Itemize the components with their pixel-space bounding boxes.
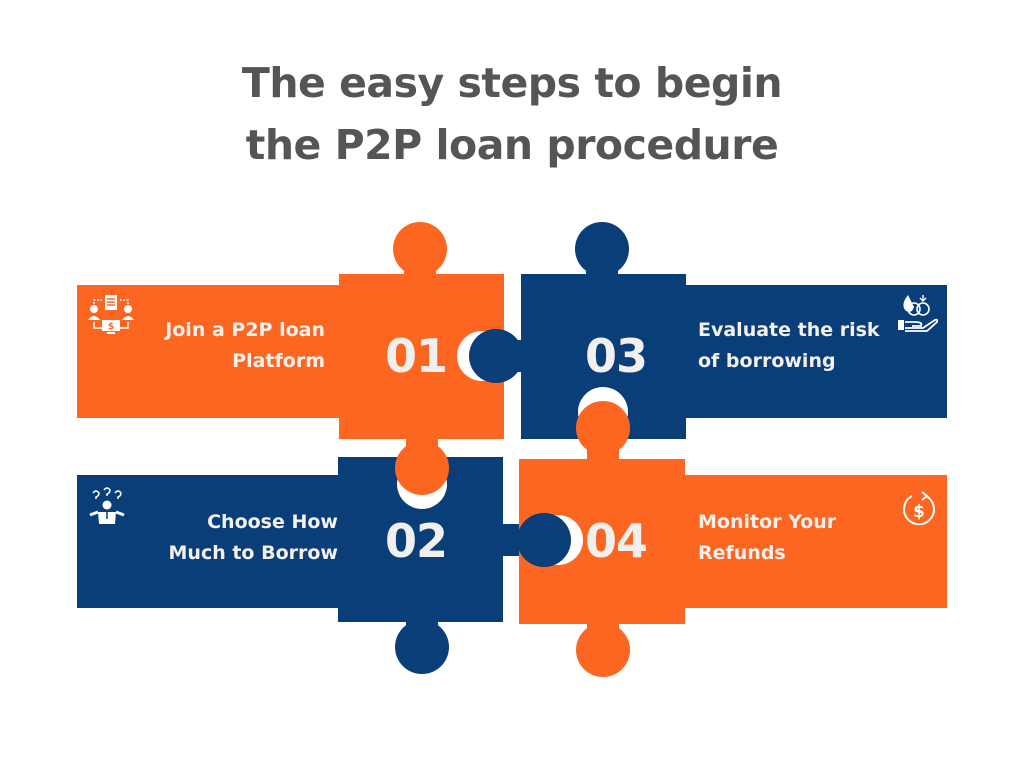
title-line-1: The easy steps to begin <box>241 59 783 107</box>
title-line-2: the P2P loan procedure <box>245 121 779 169</box>
step-03-number: 03 <box>585 329 648 383</box>
step-04-label: Monitor Your Refunds <box>698 511 837 564</box>
step-01-label: Join a P2P loan Platform <box>165 319 325 372</box>
step-03-label: Evaluate the risk of borrowing <box>698 319 880 372</box>
confused-person-icon <box>89 487 125 524</box>
hand-coins-icon <box>898 295 939 332</box>
page-title: The easy steps to begin the P2P loan pro… <box>0 52 1024 176</box>
step-04-number: 04 <box>585 514 648 568</box>
step-01-piece <box>77 222 504 497</box>
knob-02-right <box>517 513 571 567</box>
dollar-refresh-icon: $ <box>903 491 935 526</box>
svg-text:$: $ <box>913 502 925 522</box>
step-01-number: 01 <box>385 329 448 383</box>
step-02-label: Choose How Much to Borrow <box>168 511 338 564</box>
knob-03-left <box>469 329 523 383</box>
step-02-number: 02 <box>385 514 448 568</box>
step-02-piece <box>77 457 524 674</box>
p2p-network-icon: $ <box>88 295 134 334</box>
svg-text:$: $ <box>108 322 114 332</box>
